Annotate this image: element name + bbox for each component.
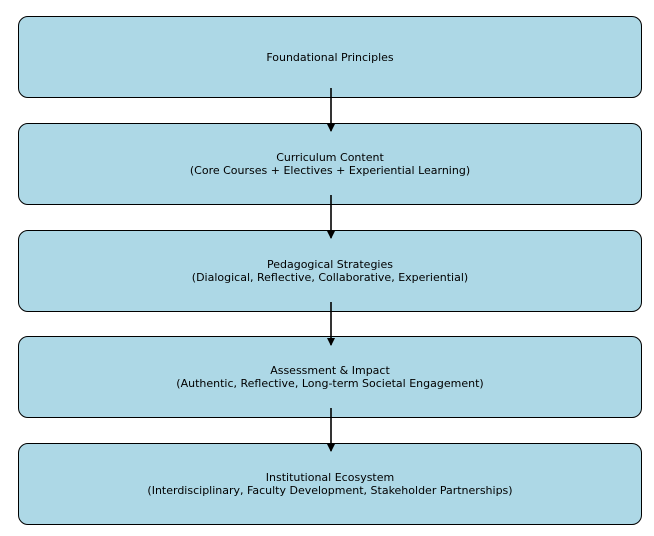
node-detail: (Interdisciplinary, Faculty Development,…	[147, 484, 513, 497]
node-title: Curriculum Content	[276, 151, 384, 164]
node-detail: (Authentic, Reflective, Long-term Societ…	[176, 377, 484, 390]
node-title: Assessment & Impact	[270, 364, 390, 377]
node-curriculum-content: Curriculum Content (Core Courses + Elect…	[18, 123, 642, 205]
node-foundational-principles: Foundational Principles	[18, 16, 642, 98]
node-detail: (Core Courses + Electives + Experiential…	[189, 164, 471, 177]
node-title: Pedagogical Strategies	[266, 258, 393, 271]
node-detail: (Dialogical, Reflective, Collaborative, …	[191, 271, 469, 284]
node-pedagogical-strategies: Pedagogical Strategies (Dialogical, Refl…	[18, 230, 642, 312]
node-title: Institutional Ecosystem	[265, 471, 395, 484]
node-institutional-ecosystem: Institutional Ecosystem (Interdisciplina…	[18, 443, 642, 525]
node-assessment-impact: Assessment & Impact (Authentic, Reflecti…	[18, 336, 642, 418]
node-title: Foundational Principles	[266, 50, 394, 64]
